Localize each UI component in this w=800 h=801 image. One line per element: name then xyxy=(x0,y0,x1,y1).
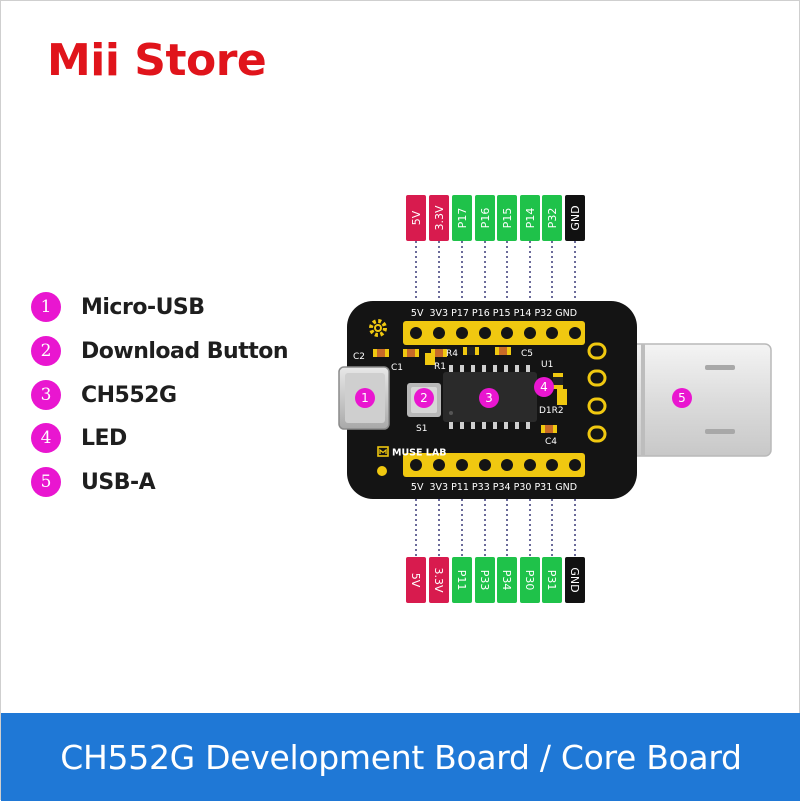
marker-led: 4 xyxy=(534,377,554,397)
legend-item: 3 CH552G xyxy=(31,377,177,413)
pin-label-top-5v: 5V xyxy=(406,195,426,241)
footer-banner: CH552G Development Board / Core Board xyxy=(1,713,800,801)
legend-label: LED xyxy=(81,425,127,451)
pin-label-top-p32: P32 xyxy=(542,195,562,241)
ref-u1: U1 xyxy=(541,360,553,370)
store-brand-title: Mii Store xyxy=(47,35,267,86)
pin-text: P31 xyxy=(545,570,558,591)
legend-item: 4 LED xyxy=(31,420,127,456)
legend-label: USB-A xyxy=(81,469,156,495)
ref-c2: C2 xyxy=(353,352,365,362)
ref-r1: R1 xyxy=(434,362,446,372)
pin-text: P30 xyxy=(523,570,536,591)
pin-label-bottom-5v: 5V xyxy=(406,557,426,603)
pin-label-bottom-p31: P31 xyxy=(542,557,562,603)
pin-label-top-p14: P14 xyxy=(520,195,540,241)
top-pin-labels: 5V 3.3V P17 P16 P15 P14 P32 GND xyxy=(406,195,585,241)
smd-components xyxy=(373,347,563,433)
pin-label-bottom-p34: P34 xyxy=(497,557,517,603)
top-pin-wires xyxy=(415,241,576,299)
ref-d1r2: D1R2 xyxy=(539,406,564,416)
silk-bottom-labels: 5V 3V3 P11 P33 P34 P30 P31 GND xyxy=(411,482,577,493)
pin-text: 3.3V xyxy=(433,205,446,230)
ref-c1: C1 xyxy=(391,363,403,373)
pin-text: P34 xyxy=(500,570,513,591)
legend-number-badge: 4 xyxy=(31,423,61,453)
pin-label-bottom-p30: P30 xyxy=(520,557,540,603)
ref-c5: C5 xyxy=(521,349,533,359)
svg-text:3: 3 xyxy=(485,391,493,405)
legend-item: 2 Download Button xyxy=(31,333,289,369)
pin-text: 5V xyxy=(410,210,423,225)
svg-text:4: 4 xyxy=(540,380,548,394)
muse-lab-logo: MUSE LAB xyxy=(377,446,446,459)
usb-a-solder-pads xyxy=(587,342,607,443)
pin-label-bottom-3v3: 3.3V xyxy=(429,557,449,603)
legend-label: Micro-USB xyxy=(81,294,205,320)
marker-download-button: 2 xyxy=(414,388,434,408)
pin-label-top-p16: P16 xyxy=(475,195,495,241)
footer-title: CH552G Development Board / Core Board xyxy=(60,737,742,777)
pin-text: GND xyxy=(568,567,581,592)
component-markers: 1 2 3 4 5 xyxy=(355,377,692,408)
logo-text: MUSE LAB xyxy=(392,448,446,459)
pin-text: 3.3V xyxy=(432,567,445,592)
legend-number-badge: 5 xyxy=(31,467,61,497)
led xyxy=(557,389,567,405)
pin-label-top-gnd: GND xyxy=(565,195,585,241)
legend-number-badge: 2 xyxy=(31,336,61,366)
pin-text: GND xyxy=(569,205,582,230)
ref-c4: C4 xyxy=(545,437,557,447)
silk-top-labels: 5V 3V3 P17 P16 P15 P14 P32 GND xyxy=(411,308,577,319)
legend-item: 5 USB-A xyxy=(31,464,156,500)
pin-text: P15 xyxy=(501,208,514,229)
pin-text: P16 xyxy=(479,208,492,229)
svg-text:2: 2 xyxy=(420,391,428,405)
legend-number-badge: 1 xyxy=(31,292,61,322)
legend-number-badge: 3 xyxy=(31,380,61,410)
edge-pads xyxy=(377,466,387,476)
pin-label-top-p15: P15 xyxy=(497,195,517,241)
svg-text:5: 5 xyxy=(678,391,686,405)
pin-label-bottom-gnd: GND xyxy=(565,557,585,603)
ref-r4: R4 xyxy=(446,349,458,359)
pin-text: 5V xyxy=(409,573,422,588)
ref-s1: S1 xyxy=(416,424,427,434)
pin-text: P33 xyxy=(478,570,491,591)
pin-label-bottom-p11: P11 xyxy=(452,557,472,603)
marker-micro-usb: 1 xyxy=(355,388,375,408)
pin-label-bottom-p33: P33 xyxy=(475,557,495,603)
pin-text: P17 xyxy=(456,208,469,229)
gear-icon xyxy=(369,319,387,337)
legend-item: 1 Micro-USB xyxy=(31,289,205,325)
bottom-pin-labels: 5V 3.3V P11 P33 P34 P30 P31 GND xyxy=(406,557,585,603)
pin-label-top-3v3: 3.3V xyxy=(429,195,449,241)
bottom-pin-wires xyxy=(415,499,576,557)
legend-label: CH552G xyxy=(81,382,177,408)
marker-usb-a: 5 xyxy=(672,388,692,408)
marker-ch552g: 3 xyxy=(479,388,499,408)
pin-text: P32 xyxy=(546,208,559,229)
pin-label-top-p17: P17 xyxy=(452,195,472,241)
pin-text: P11 xyxy=(455,570,468,591)
legend-label: Download Button xyxy=(81,338,289,364)
pin-text: P14 xyxy=(524,208,537,229)
svg-text:1: 1 xyxy=(361,391,369,405)
